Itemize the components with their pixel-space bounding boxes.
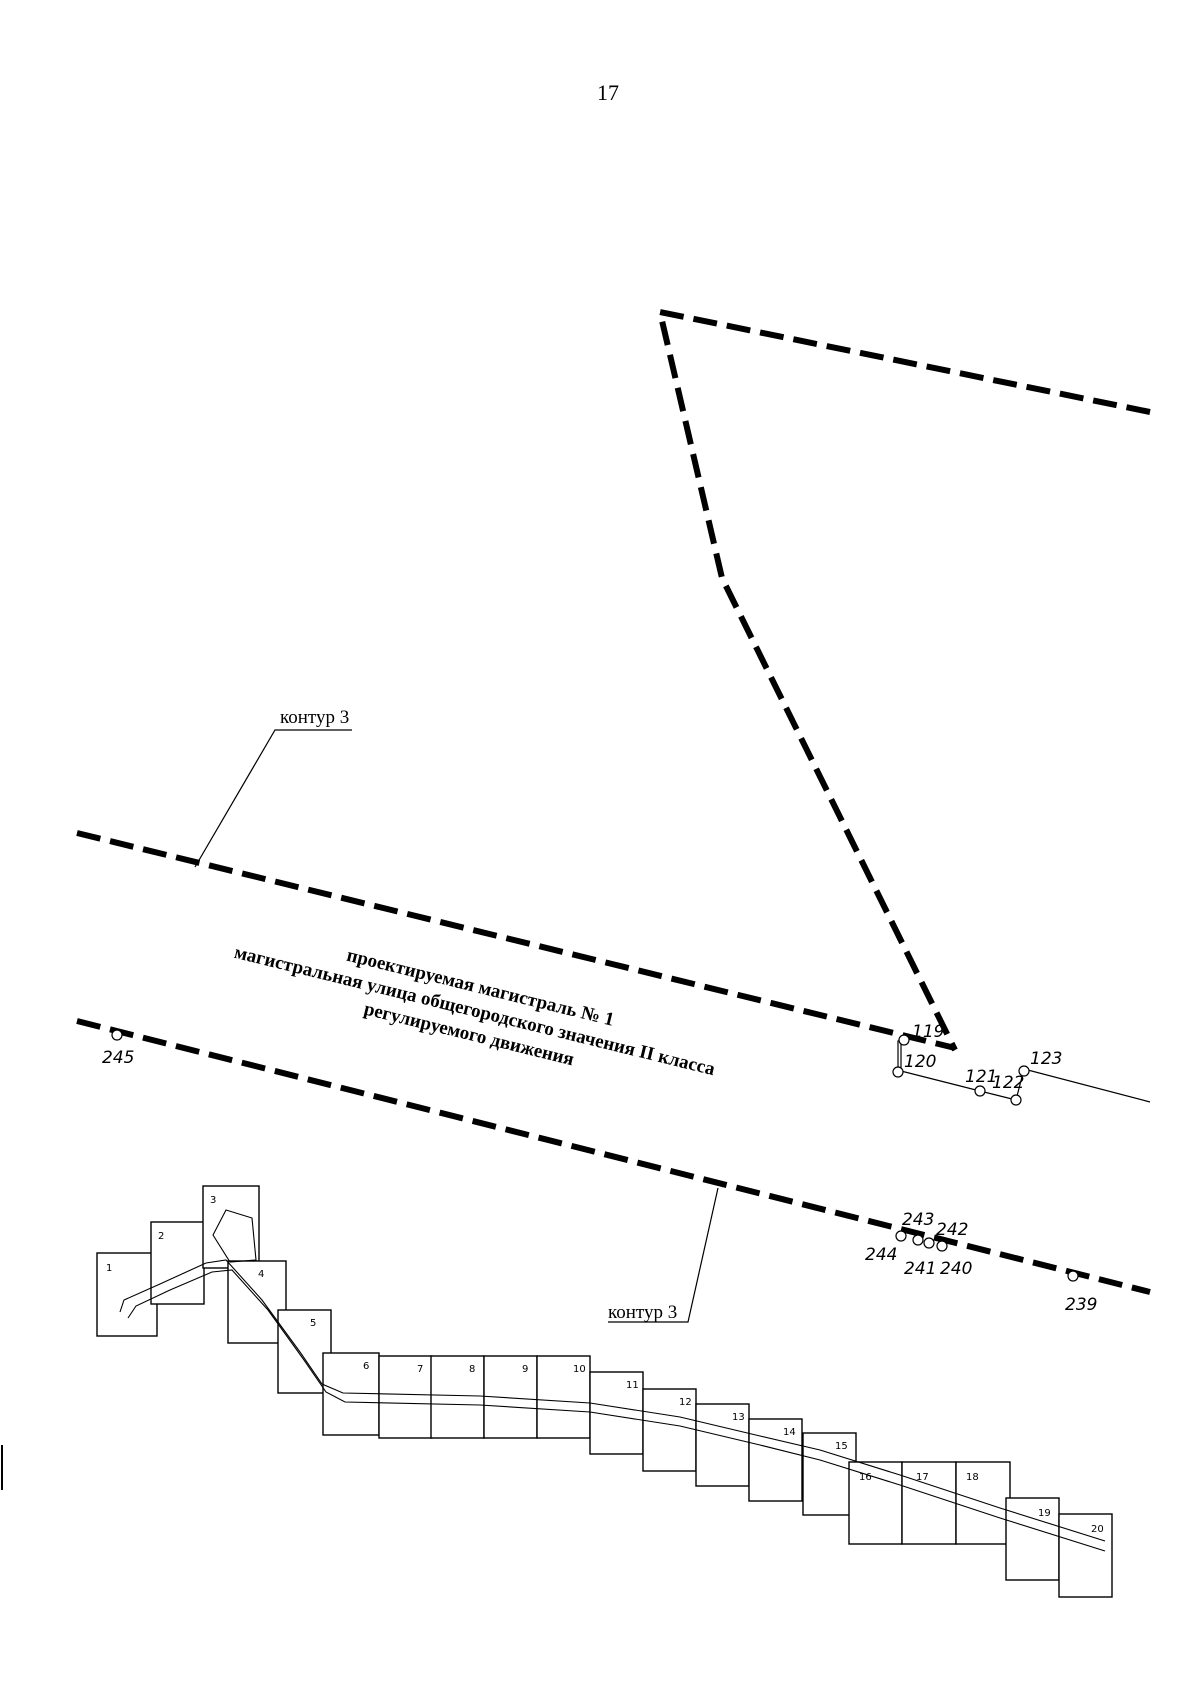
- index-sheet-7: [378, 1355, 433, 1439]
- point-marker-239: [1067, 1270, 1079, 1282]
- point-label-244: 244: [865, 1245, 897, 1265]
- index-sheet-label-10: 10: [573, 1364, 586, 1375]
- index-sheet-label-8: 8: [469, 1364, 475, 1375]
- point-label-239: 239: [1065, 1295, 1097, 1315]
- point-marker-245: [111, 1029, 123, 1041]
- index-sheet-label-19: 19: [1038, 1508, 1051, 1519]
- point-label-242: 242: [936, 1220, 968, 1240]
- contour-leader-bottom: [608, 1187, 719, 1323]
- index-sheet-label-7: 7: [417, 1364, 423, 1375]
- index-sheet-2: [150, 1221, 205, 1305]
- point-label-120: 120: [904, 1052, 936, 1072]
- index-sheet-label-16: 16: [859, 1472, 872, 1483]
- street-boundary-south: [76, 1018, 1151, 1295]
- index-route-line-outer: [127, 1269, 1106, 1552]
- point-label-245: 245: [102, 1048, 134, 1068]
- point-label-121: 121: [965, 1067, 997, 1087]
- index-sheet-label-4: 4: [258, 1269, 264, 1280]
- index-sheet-label-2: 2: [158, 1231, 164, 1242]
- contour-leader-top: [194, 729, 352, 868]
- index-sheet-18: [955, 1461, 1011, 1545]
- index-sheet-label-6: 6: [363, 1361, 369, 1372]
- index-sheet-3: [202, 1185, 260, 1269]
- index-sheet-19: [1005, 1497, 1060, 1581]
- street-label: проектируемая магистраль № 1 магистральн…: [232, 942, 717, 1080]
- point-marker-242: [936, 1240, 948, 1252]
- point-label-119: 119: [912, 1022, 944, 1042]
- point-marker-120: [892, 1066, 904, 1078]
- page-number: 17: [597, 80, 619, 105]
- plot-boundary: [656, 308, 1151, 1052]
- index-sheet-14: [748, 1418, 803, 1502]
- point-label-122: 122: [992, 1073, 1024, 1093]
- index-sheet-label-15: 15: [835, 1441, 848, 1452]
- point-marker-121: [974, 1085, 986, 1097]
- index-sheet-15: [802, 1432, 857, 1516]
- index-sheet-8: [430, 1355, 485, 1439]
- point-marker-244: [895, 1230, 907, 1242]
- index-sheet-4: [227, 1260, 287, 1344]
- index-sheet-label-5: 5: [310, 1318, 316, 1329]
- index-sheet-label-11: 11: [626, 1380, 639, 1391]
- index-sheet-label-1: 1: [106, 1263, 112, 1274]
- point-marker-123: [1018, 1065, 1030, 1077]
- index-sheet-label-14: 14: [783, 1427, 796, 1438]
- index-sheet-label-20: 20: [1091, 1524, 1104, 1535]
- street-label-line2: магистральная улица общегородского значе…: [232, 942, 717, 1080]
- contour-label-bottom: контур 3: [608, 1302, 677, 1323]
- index-sheet-12: [642, 1388, 697, 1472]
- index-sheet-label-18: 18: [966, 1472, 979, 1483]
- index-sheet-20: [1058, 1513, 1113, 1598]
- point-marker-119: [898, 1034, 910, 1046]
- point-marker-241: [923, 1237, 935, 1249]
- point-marker-243: [912, 1234, 924, 1246]
- parcel-line-120-123: [900, 1040, 1151, 1103]
- index-sheet-17-highlighted: [901, 1461, 957, 1545]
- index-sheet-label-9: 9: [522, 1364, 528, 1375]
- point-label-243: 243: [902, 1210, 934, 1230]
- index-sheet-label-13: 13: [732, 1412, 745, 1423]
- index-sheet-label-17: 17: [916, 1472, 929, 1483]
- index-sheet-5: [277, 1309, 332, 1394]
- index-sheet-label-12: 12: [679, 1397, 692, 1408]
- index-plot-shape: [212, 1209, 257, 1263]
- street-boundary-north: [76, 830, 956, 1051]
- index-sheet-10: [536, 1355, 591, 1439]
- point-label-240: 240: [940, 1259, 972, 1279]
- point-marker-122: [1010, 1094, 1022, 1106]
- index-route-line: [119, 1259, 1106, 1542]
- index-sheet-16: [848, 1461, 903, 1545]
- index-sheet-label-3: 3: [210, 1195, 216, 1206]
- point-label-123: 123: [1030, 1049, 1062, 1069]
- point-label-241: 241: [904, 1259, 936, 1279]
- index-sheet-1: [96, 1252, 158, 1337]
- contour-label-top: контур 3: [280, 707, 349, 728]
